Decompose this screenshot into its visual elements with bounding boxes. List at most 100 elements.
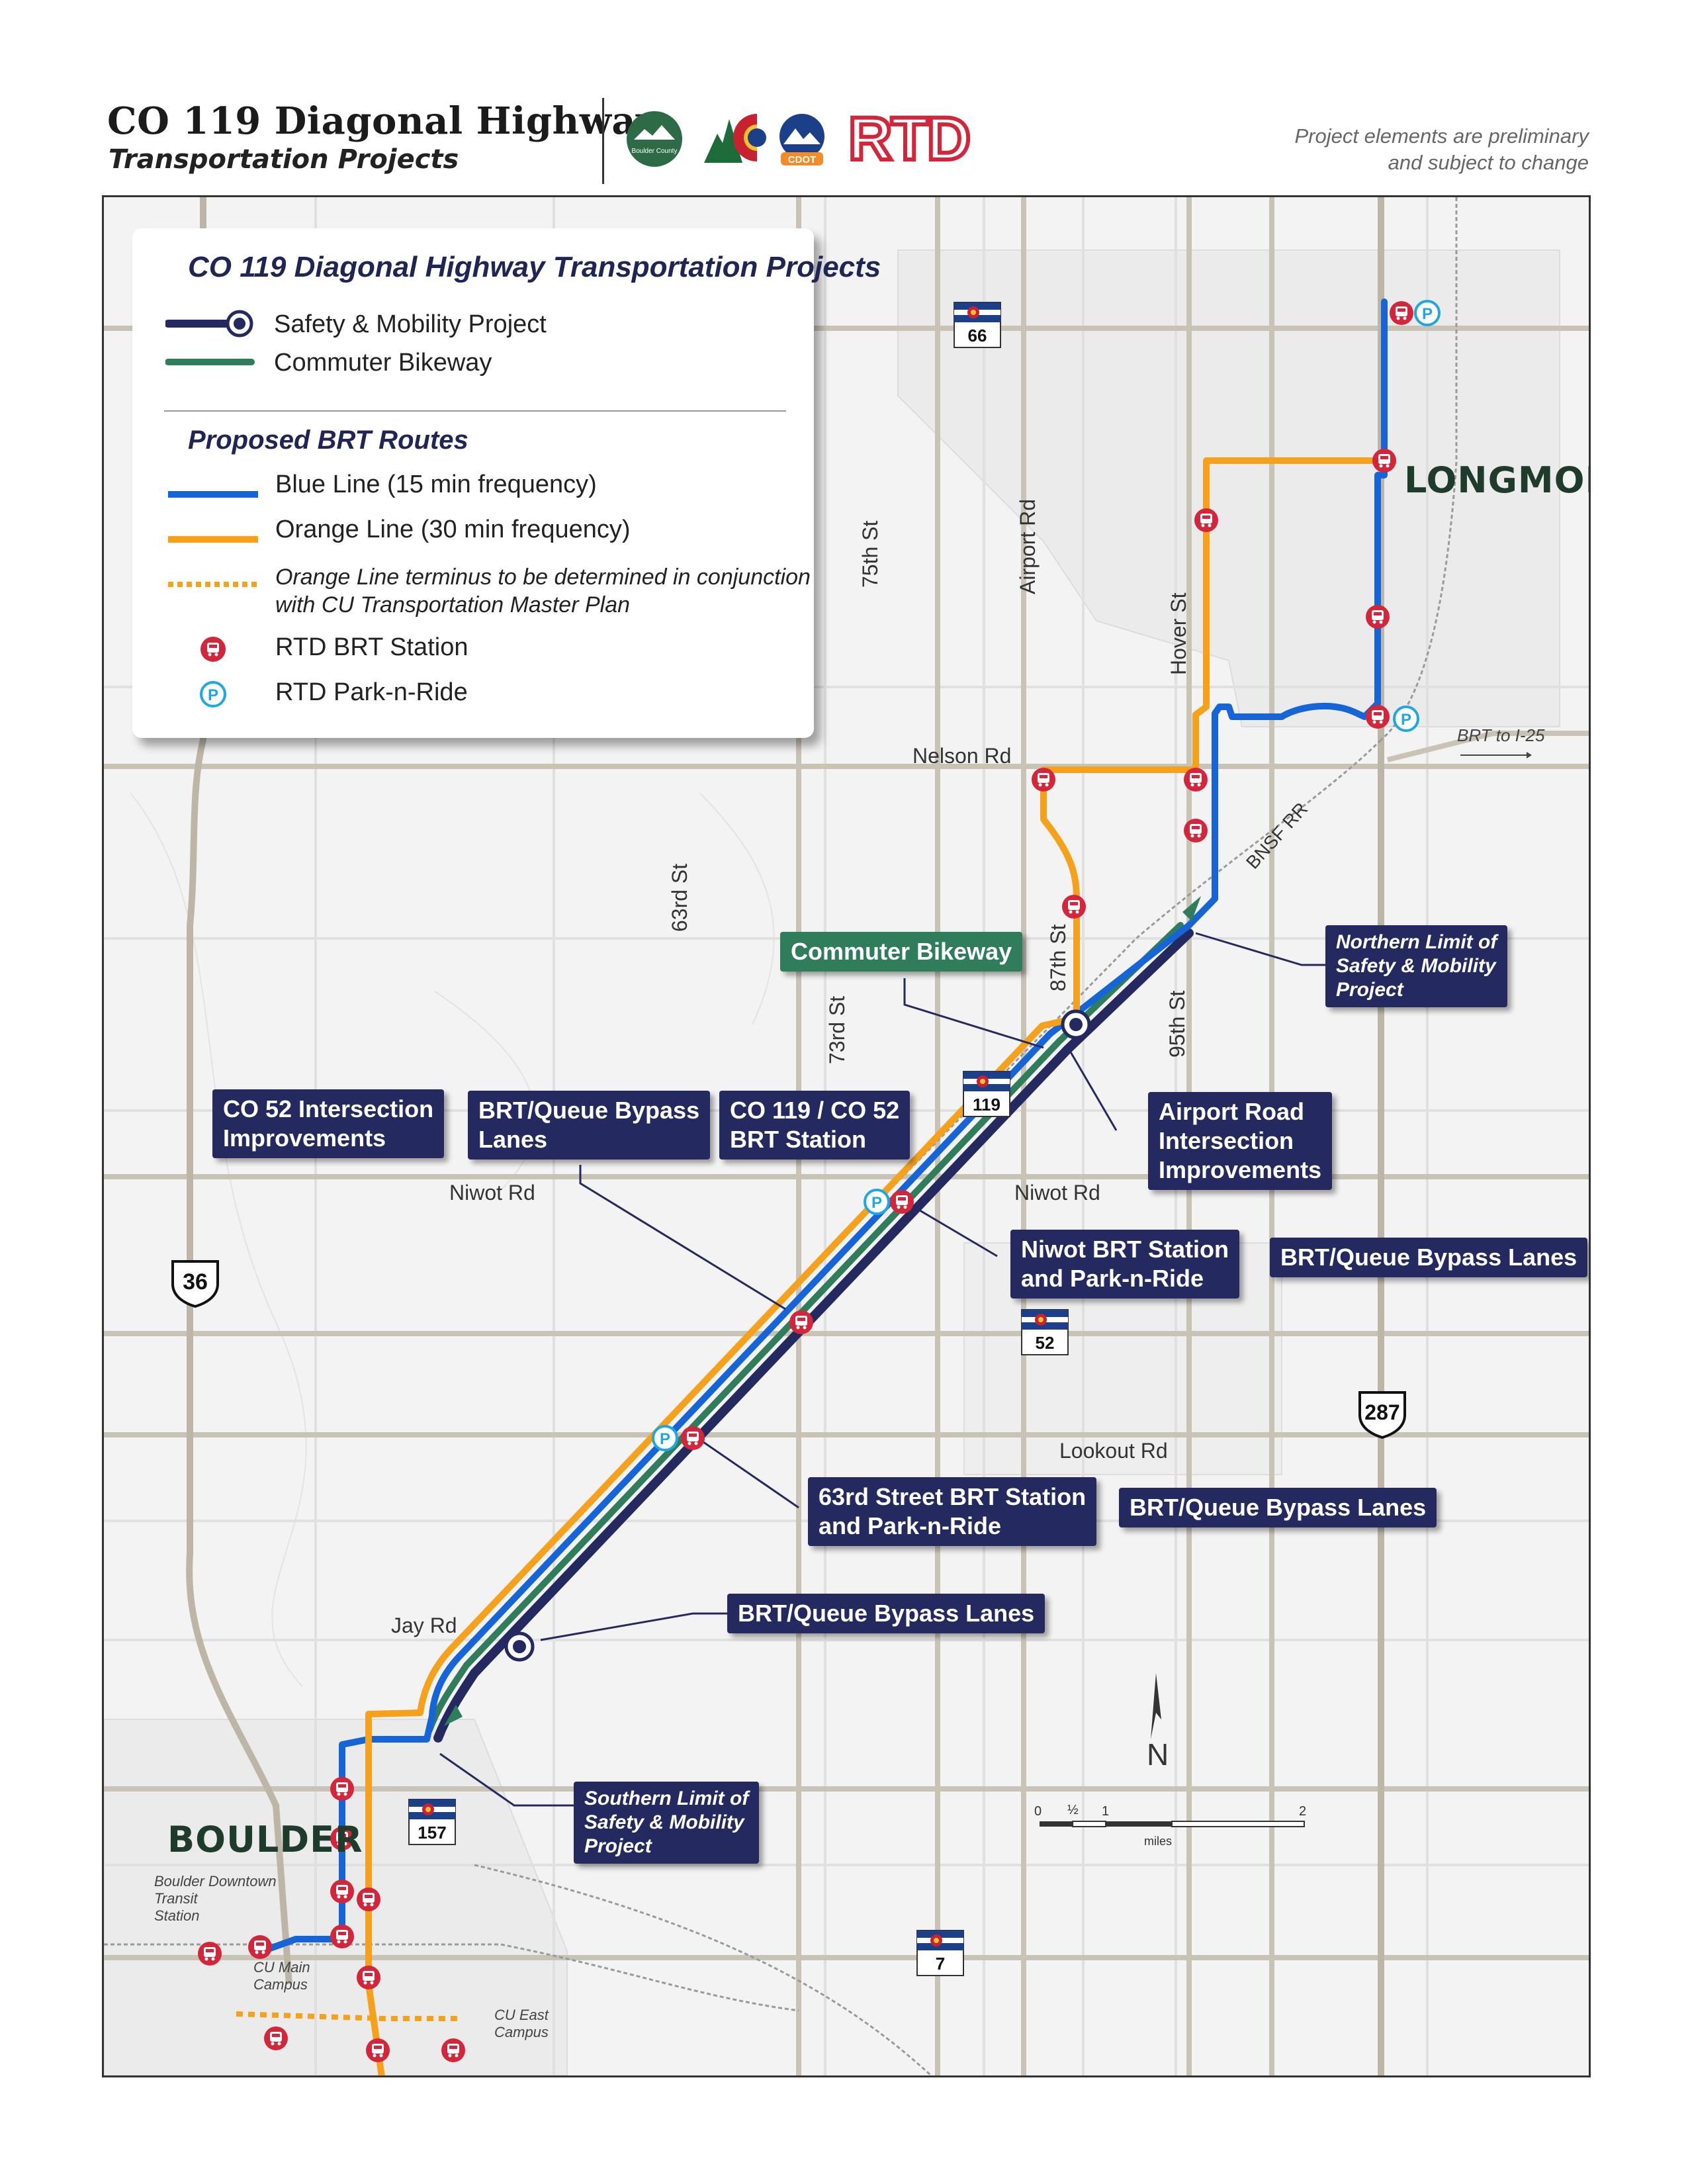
blue-line-route <box>259 298 1388 1954</box>
us-shield-icon <box>1358 1391 1406 1439</box>
shield-co-66: 66 <box>954 302 1001 348</box>
place-label-line: CU Main <box>253 1959 310 1976</box>
arrow-right-icon <box>1460 752 1532 758</box>
cdot-logo-text: CDOT <box>788 154 817 165</box>
road-label-niwot-west: Niwot Rd <box>449 1181 535 1205</box>
callout-queue-bypass-lanes-co52[interactable]: BRT/Queue Bypass Lanes <box>468 1091 711 1160</box>
callout-northern-limit[interactable]: Northern Limit of Safety & Mobility Proj… <box>1325 925 1508 1007</box>
orange-line-swatch <box>168 536 258 543</box>
shield-number: 66 <box>967 326 987 345</box>
callout-line: CO 52 Intersection <box>223 1095 434 1122</box>
colorado-flag-icon <box>408 1799 456 1845</box>
colorado-flag-icon <box>954 302 1001 348</box>
callout-southern-limit[interactable]: Southern Limit of Safety & Mobility Proj… <box>574 1782 760 1864</box>
callout-line: Safety & Mobility <box>1336 955 1496 977</box>
place-label-line: Boulder Downtown <box>154 1873 277 1889</box>
callout-line: 63rd Street BRT Station <box>819 1483 1087 1510</box>
callout-line: Safety & Mobility <box>584 1811 744 1833</box>
road-label-nelson: Nelson Rd <box>912 744 1012 768</box>
callout-niwot-station[interactable]: Niwot BRT Station and Park-n-Ride <box>1010 1230 1239 1298</box>
callout-queue-bypass-lanes-jay[interactable]: BRT/Queue Bypass Lanes <box>727 1594 1045 1633</box>
callout-line: Niwot BRT Station <box>1021 1236 1229 1263</box>
northern-limit-marker <box>1182 896 1201 921</box>
road-label-hover: Hover St <box>1167 592 1190 675</box>
callout-queue-bypass-lanes-niwot[interactable]: BRT/Queue Bypass Lanes <box>1270 1238 1588 1277</box>
disclaimer: Project elements are preliminary and sub… <box>1294 123 1589 176</box>
place-label-boulder-transit: Boulder Downtown Transit Station <box>154 1873 277 1925</box>
shield-number: 157 <box>418 1823 447 1843</box>
header: CO 119 Diagonal Highway Transportation P… <box>0 0 1688 192</box>
legend-item-brt-station: RTD BRT Station <box>275 633 468 661</box>
north-arrow <box>1151 1673 1161 1739</box>
legend-item-line: Orange Line terminus to be determined in… <box>275 565 811 590</box>
callout-line: and Park-n-Ride <box>819 1512 1002 1539</box>
shield-number: 36 <box>183 1269 208 1295</box>
scale-tick-1: 1 <box>1102 1804 1110 1819</box>
park-n-ride-icon: P <box>200 681 226 707</box>
callout-line: Project <box>584 1835 652 1857</box>
legend-item-commuter-bikeway: Commuter Bikeway <box>274 349 492 377</box>
legend-item-orange-terminus: Orange Line terminus to be determined in… <box>275 563 811 619</box>
callout-63rd-station[interactable]: 63rd Street BRT Station and Park-n-Ride <box>808 1477 1097 1546</box>
safety-mobility-corridor <box>433 929 1194 1743</box>
orange-terminus-swatch <box>168 582 258 587</box>
shield-co-52: 52 <box>1021 1309 1069 1355</box>
callout-line: BRT Station <box>730 1126 866 1153</box>
scale-tick-0: 0 <box>1034 1804 1042 1819</box>
legend: CO 119 Diagonal Highway Transportation P… <box>132 228 881 738</box>
callout-co119-co52-station[interactable]: CO 119 / CO 52 BRT Station <box>719 1091 911 1160</box>
legend-item-blue-line: Blue Line (15 min frequency) <box>275 471 597 498</box>
place-label-line: Campus <box>253 1976 308 1993</box>
road-label-63rd: 63rd St <box>668 863 691 932</box>
scale-unit: miles <box>1144 1835 1173 1848</box>
road-label-airport: Airport Rd <box>1016 498 1040 594</box>
callout-line: Improvements <box>223 1124 386 1152</box>
road-label-73rd: 73rd St <box>825 995 849 1064</box>
boulder-county-logo: Boulder County <box>627 111 682 167</box>
orange-line-terminus-tbd <box>236 2011 461 2021</box>
boulder-county-logo-text: Boulder County <box>632 148 678 155</box>
shield-number: 52 <box>1035 1333 1055 1353</box>
road-label-75th: 75th St <box>858 520 882 588</box>
header-divider <box>602 98 604 184</box>
place-label-line: Campus <box>494 2024 549 2040</box>
callout-line: Intersection <box>1159 1127 1294 1154</box>
legend-item-park-n-ride: RTD Park-n-Ride <box>275 678 468 706</box>
callout-line: Southern Limit of <box>584 1788 749 1809</box>
callout-queue-bypass-lanes-63rd[interactable]: BRT/Queue Bypass Lanes <box>1119 1488 1437 1527</box>
road-label-95th: 95th St <box>1165 990 1189 1058</box>
road-label-brt-to-i25: BRT to I-25 <box>1457 725 1545 745</box>
shield-number: 287 <box>1364 1400 1400 1424</box>
safety-mobility-swatch <box>165 310 253 338</box>
callout-airport-road[interactable]: Airport Road Intersection Improvements <box>1148 1092 1333 1190</box>
place-label-line: Transit <box>154 1890 198 1907</box>
shield-number: 7 <box>935 1954 946 1974</box>
cdot-logo: CDOT <box>704 113 824 165</box>
callout-line: and Park-n-Ride <box>1021 1265 1204 1292</box>
callout-line: Improvements <box>1159 1156 1322 1183</box>
callout-commuter-bikeway[interactable]: Commuter Bikeway <box>780 932 1023 972</box>
shield-us-36: 36 <box>170 1257 220 1308</box>
brt-station-icon <box>200 637 226 662</box>
place-label-line: Station <box>154 1907 200 1924</box>
legend-title: CO 119 Diagonal Highway Transportation P… <box>188 251 881 283</box>
scale-tick-half: ½ <box>1067 1803 1079 1817</box>
legend-brt-title: Proposed BRT Routes <box>188 426 468 455</box>
shield-co-157: 157 <box>408 1799 456 1845</box>
callout-line: Lanes <box>478 1126 548 1153</box>
legend-item-line: with CU Transportation Master Plan <box>275 592 631 617</box>
callout-co52-intersection[interactable]: CO 52 Intersection Improvements <box>212 1089 445 1158</box>
shield-co-7: 7 <box>916 1930 964 1976</box>
legend-item-safety-mobility: Safety & Mobility Project <box>274 310 547 338</box>
legend-divider <box>164 410 786 412</box>
shield-co-119: 119 <box>963 1071 1010 1117</box>
disclaimer-line: and subject to change <box>1388 151 1589 174</box>
page-title: CO 119 Diagonal Highway <box>107 99 658 143</box>
us-shield-icon <box>171 1260 219 1308</box>
svg-text:P: P <box>208 686 218 704</box>
road-label-lookout: Lookout Rd <box>1059 1439 1168 1463</box>
rtd-logo: RTD <box>846 103 973 175</box>
north-label: N <box>1147 1737 1169 1772</box>
blue-line-swatch <box>168 491 258 498</box>
scale-tick-2: 2 <box>1299 1804 1307 1819</box>
